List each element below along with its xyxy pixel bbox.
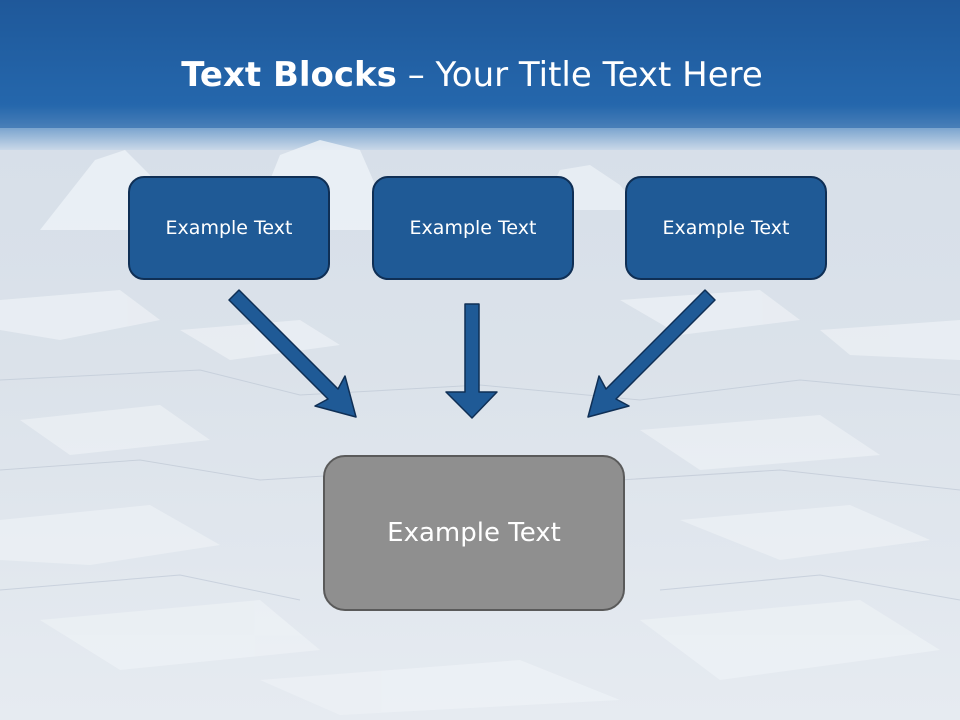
- text-box-center-label: Example Text: [409, 217, 537, 239]
- page-title: Text Blocks – Your Title Text Here: [0, 52, 944, 98]
- title-rest: Your Title Text Here: [435, 55, 763, 95]
- text-box-right[interactable]: Example Text: [625, 176, 827, 280]
- text-box-bottom-label: Example Text: [387, 518, 561, 548]
- text-box-left[interactable]: Example Text: [128, 176, 330, 280]
- text-box-right-label: Example Text: [662, 217, 790, 239]
- text-box-bottom[interactable]: Example Text: [323, 455, 625, 611]
- title-dash: –: [396, 55, 436, 95]
- title-bold-part: Text Blocks: [181, 55, 397, 95]
- text-box-center[interactable]: Example Text: [372, 176, 574, 280]
- text-box-left-label: Example Text: [165, 217, 293, 239]
